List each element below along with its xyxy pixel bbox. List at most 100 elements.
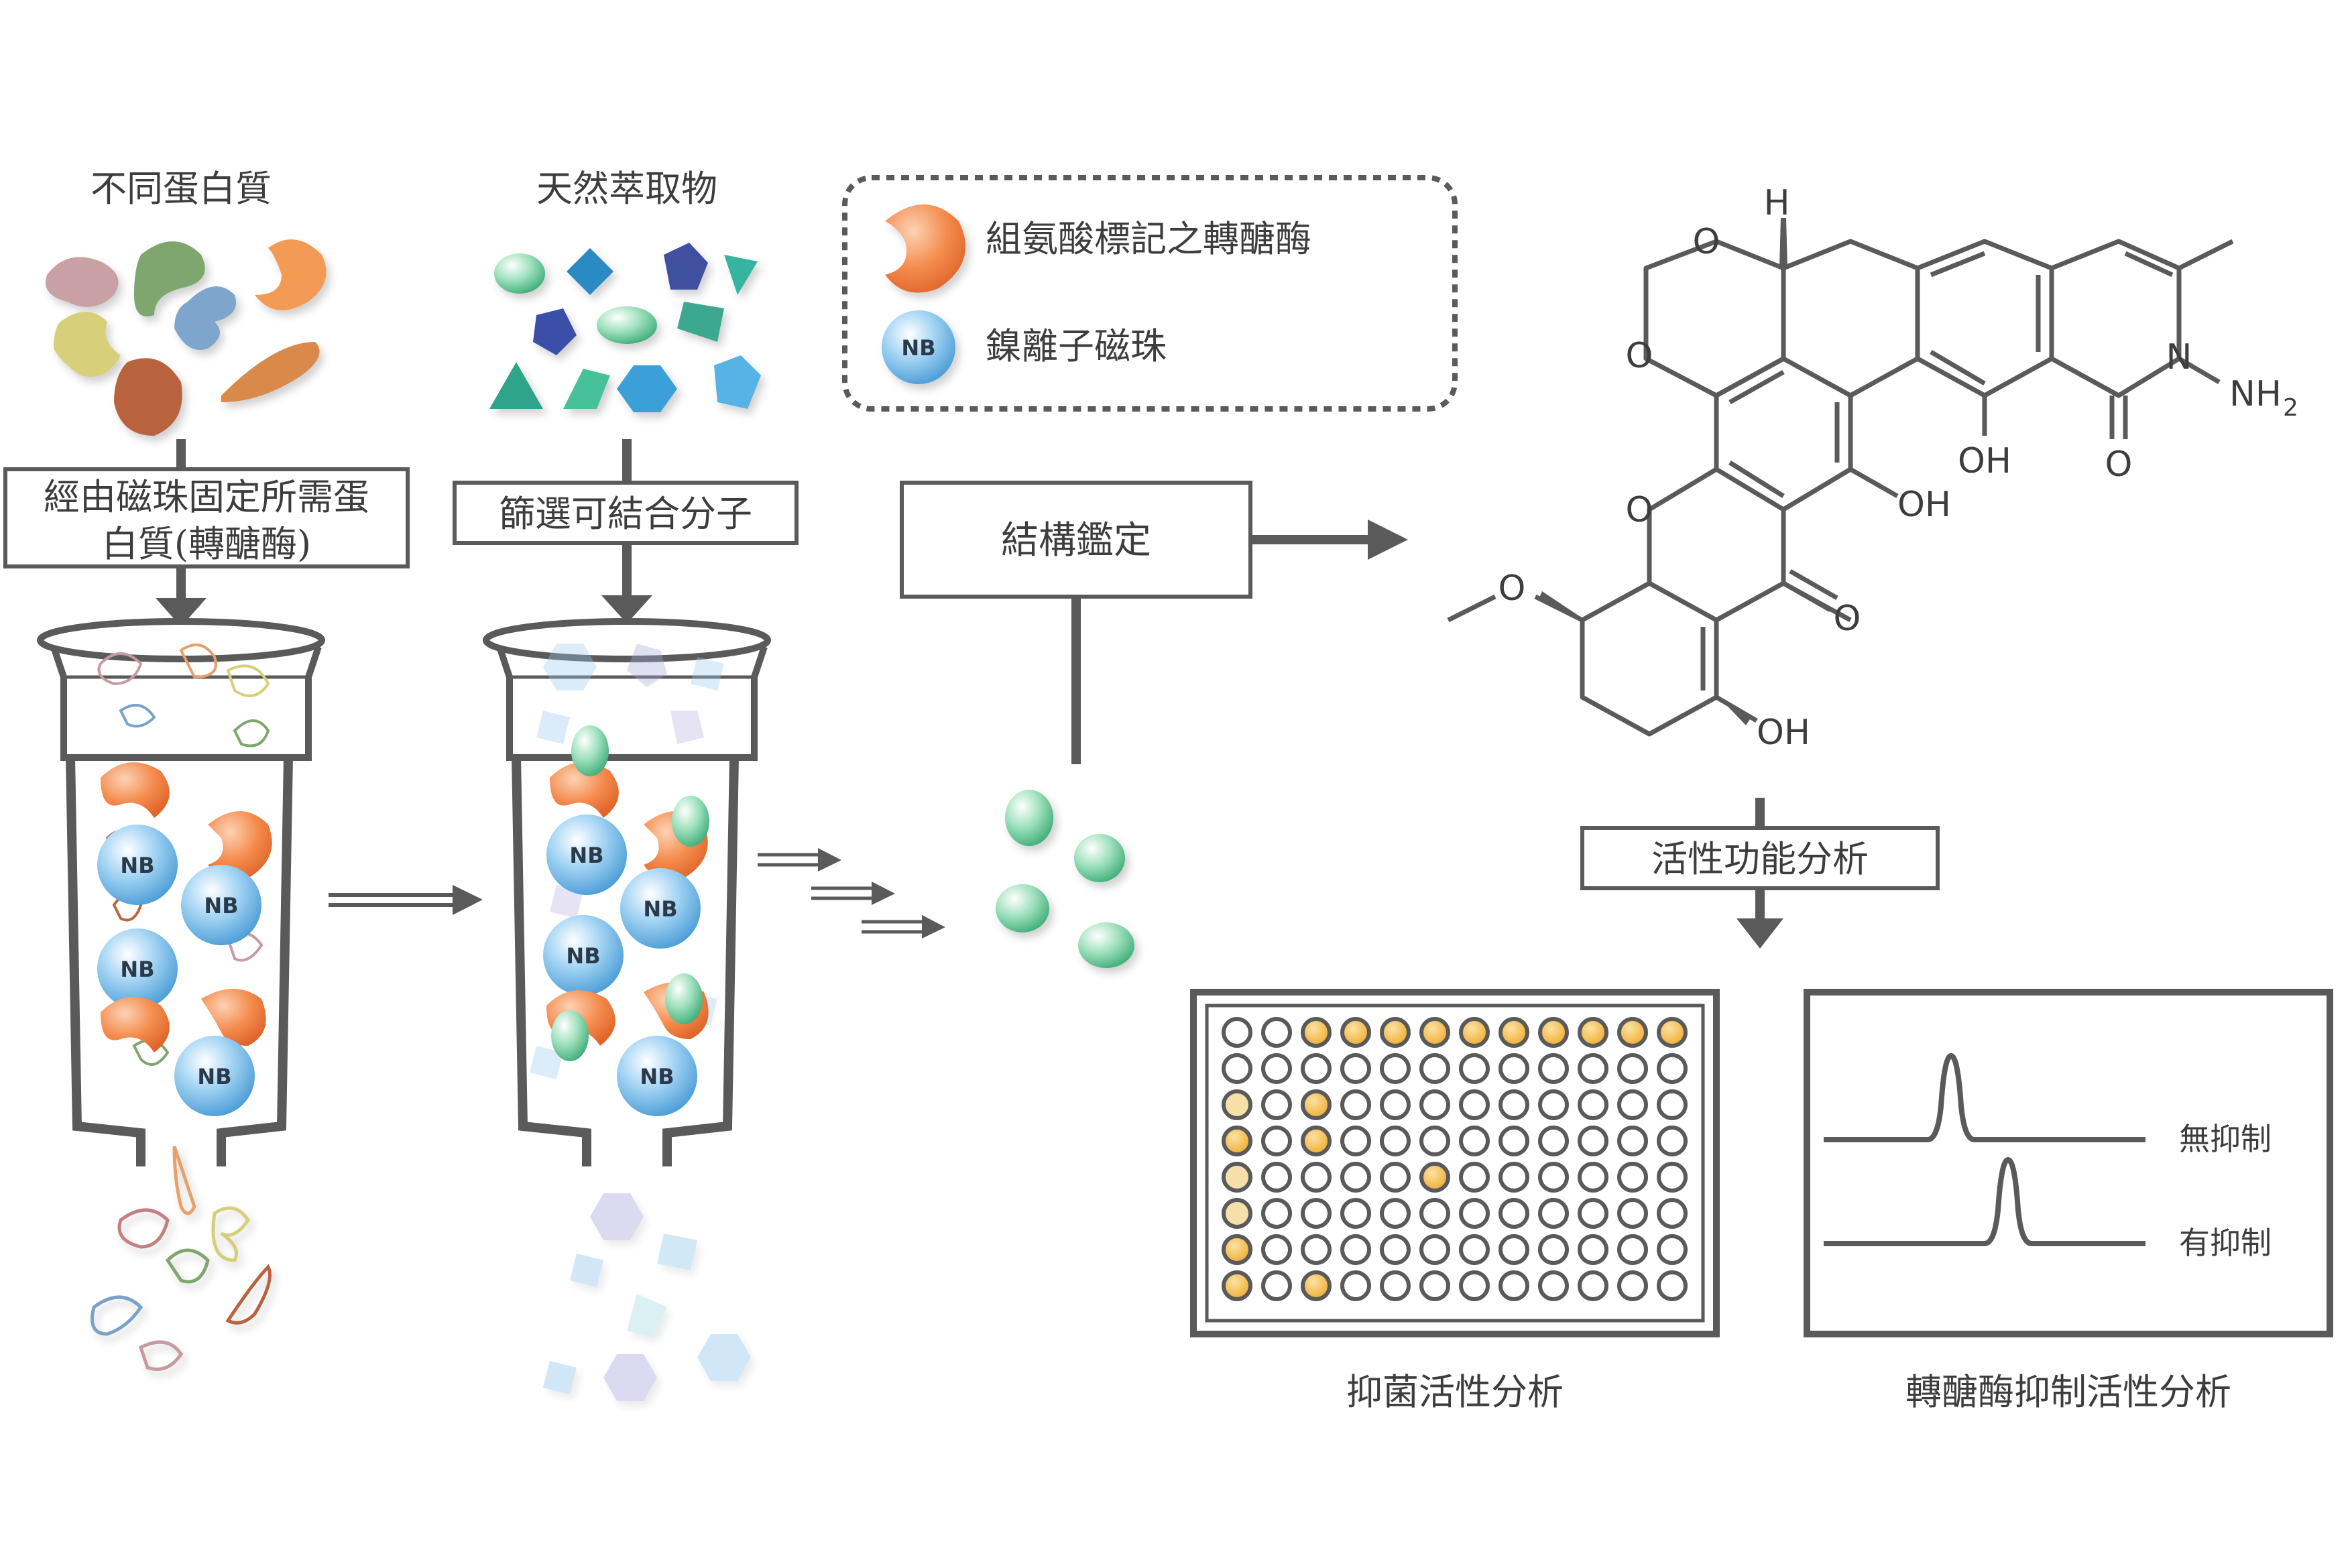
- plate-well: [1419, 1017, 1450, 1048]
- bead-1-label: NB: [120, 853, 154, 878]
- arrow-down-4-head: [601, 595, 652, 623]
- column-tube-2: [483, 618, 771, 1166]
- plate-well: [1538, 1198, 1569, 1229]
- plate-well: [1657, 1017, 1688, 1048]
- plate-well: [1380, 1017, 1411, 1048]
- plate-well: [1340, 1017, 1371, 1048]
- antibacterial-label: 抑菌活性分析: [1346, 1371, 1564, 1413]
- plate-well: [1380, 1234, 1411, 1265]
- legend-bead-label: 鎳離子磁珠: [986, 325, 1167, 367]
- plate-well: [1261, 1198, 1292, 1229]
- legend-bead-abbr: NB: [901, 335, 935, 361]
- plate-well: [1538, 1126, 1569, 1156]
- plate-well: [1578, 1162, 1608, 1193]
- plate-well: [1380, 1053, 1411, 1084]
- trace-inhibit: [1824, 1156, 2145, 1246]
- plate-well: [1419, 1162, 1450, 1193]
- plate-well: [1617, 1089, 1648, 1120]
- plate-well: [1459, 1198, 1490, 1229]
- bead-3-label: NB: [120, 957, 154, 982]
- plate-well: [1380, 1162, 1411, 1193]
- plate-well: [1617, 1126, 1648, 1156]
- extracts-title: 天然萃取物: [536, 168, 717, 210]
- atom-oh1: OH: [1958, 441, 2011, 481]
- plate-well: [1538, 1234, 1569, 1265]
- plate-well: [1578, 1017, 1608, 1048]
- atom-o3: O: [1626, 490, 1653, 530]
- bead-2-label: NB: [204, 893, 238, 918]
- plate-well: [1459, 1234, 1490, 1265]
- inhibit-label: 有抑制: [2179, 1225, 2272, 1261]
- plate-well: [1380, 1126, 1411, 1156]
- plate-well: [1498, 1017, 1529, 1048]
- plate-well: [1301, 1162, 1332, 1193]
- bead-2: [181, 865, 261, 945]
- plate-well: [1498, 1053, 1529, 1084]
- arrow-tube1-to-tube2: [329, 885, 483, 915]
- plate-well: [1340, 1162, 1371, 1193]
- plate-well: [1222, 1053, 1252, 1084]
- plate-well: [1222, 1089, 1252, 1120]
- plate-well: [1498, 1089, 1529, 1120]
- plate-well: [1459, 1126, 1490, 1156]
- immobilize-label-1: 經由磁珠固定所需蛋: [44, 476, 369, 518]
- plate-well: [1578, 1089, 1608, 1120]
- legend-bead-icon: [882, 310, 955, 384]
- plate-well: [1301, 1234, 1332, 1265]
- atom-oh2: OH: [1897, 485, 1951, 525]
- plate-well: [1261, 1270, 1292, 1301]
- legend-enzyme-icon: [885, 204, 965, 293]
- plate-well: [1340, 1126, 1371, 1156]
- plate-well: [1538, 1270, 1569, 1301]
- plate-well: [1340, 1198, 1371, 1229]
- flow-through-extracts: [543, 1193, 751, 1401]
- bead-4: [174, 1036, 255, 1116]
- plate-well: [1459, 1053, 1490, 1084]
- plate-well: [1498, 1198, 1529, 1229]
- well-grid: [1222, 1017, 1688, 1301]
- plate-well: [1380, 1270, 1411, 1301]
- immobilize-label-2: 白質(轉醣酶): [102, 523, 311, 565]
- inhibition-assay-label: 轉醣酶抑制活性分析: [1905, 1371, 2231, 1413]
- plate-well: [1301, 1089, 1332, 1120]
- no-inhibit-label: 無抑制: [2179, 1121, 2272, 1157]
- atom-o1: O: [1693, 222, 1720, 262]
- bead-4-label: NB: [197, 1064, 231, 1089]
- plate-well: [1301, 1198, 1332, 1229]
- plate-well: [1340, 1053, 1371, 1084]
- column-tube-1: [37, 618, 325, 1166]
- plate-well: [1419, 1198, 1450, 1229]
- plate-well: [1538, 1053, 1569, 1084]
- atom-h: H: [1763, 183, 1789, 223]
- protein-shapes: [46, 239, 327, 436]
- plate-well: [1657, 1053, 1688, 1084]
- plate-well: [1261, 1089, 1292, 1120]
- plate-well: [1419, 1053, 1450, 1084]
- activity-box: [1580, 826, 1940, 890]
- plate-well: [1261, 1017, 1292, 1048]
- immobilize-box: [3, 467, 410, 568]
- plate-well: [1617, 1270, 1648, 1301]
- bead-8: [617, 1036, 697, 1116]
- plate-well: [1419, 1270, 1450, 1301]
- proteins-title: 不同蛋白質: [91, 168, 272, 210]
- bead-7: [543, 915, 624, 996]
- atom-nh2-subscript: 2: [2283, 394, 2298, 422]
- well-plate-inner: [1205, 1004, 1705, 1323]
- plate-well: [1222, 1234, 1252, 1265]
- plate-well: [1340, 1234, 1371, 1265]
- plate-well: [1578, 1234, 1608, 1265]
- plate-well: [1617, 1053, 1648, 1084]
- plate-well: [1657, 1162, 1688, 1193]
- plate-well: [1301, 1270, 1332, 1301]
- activity-label: 活性功能分析: [1651, 838, 1869, 880]
- plate-well: [1222, 1017, 1252, 1048]
- atom-nh2: NH: [2229, 374, 2282, 414]
- plate-well: [1578, 1270, 1608, 1301]
- atom-o4: O: [1498, 568, 1526, 609]
- eluted-molecules: [996, 790, 1134, 968]
- atom-o2: O: [1626, 336, 1653, 376]
- chem-bond-wedges: [1538, 218, 1787, 725]
- bead-5: [546, 815, 627, 895]
- extract-shapes: [489, 243, 761, 412]
